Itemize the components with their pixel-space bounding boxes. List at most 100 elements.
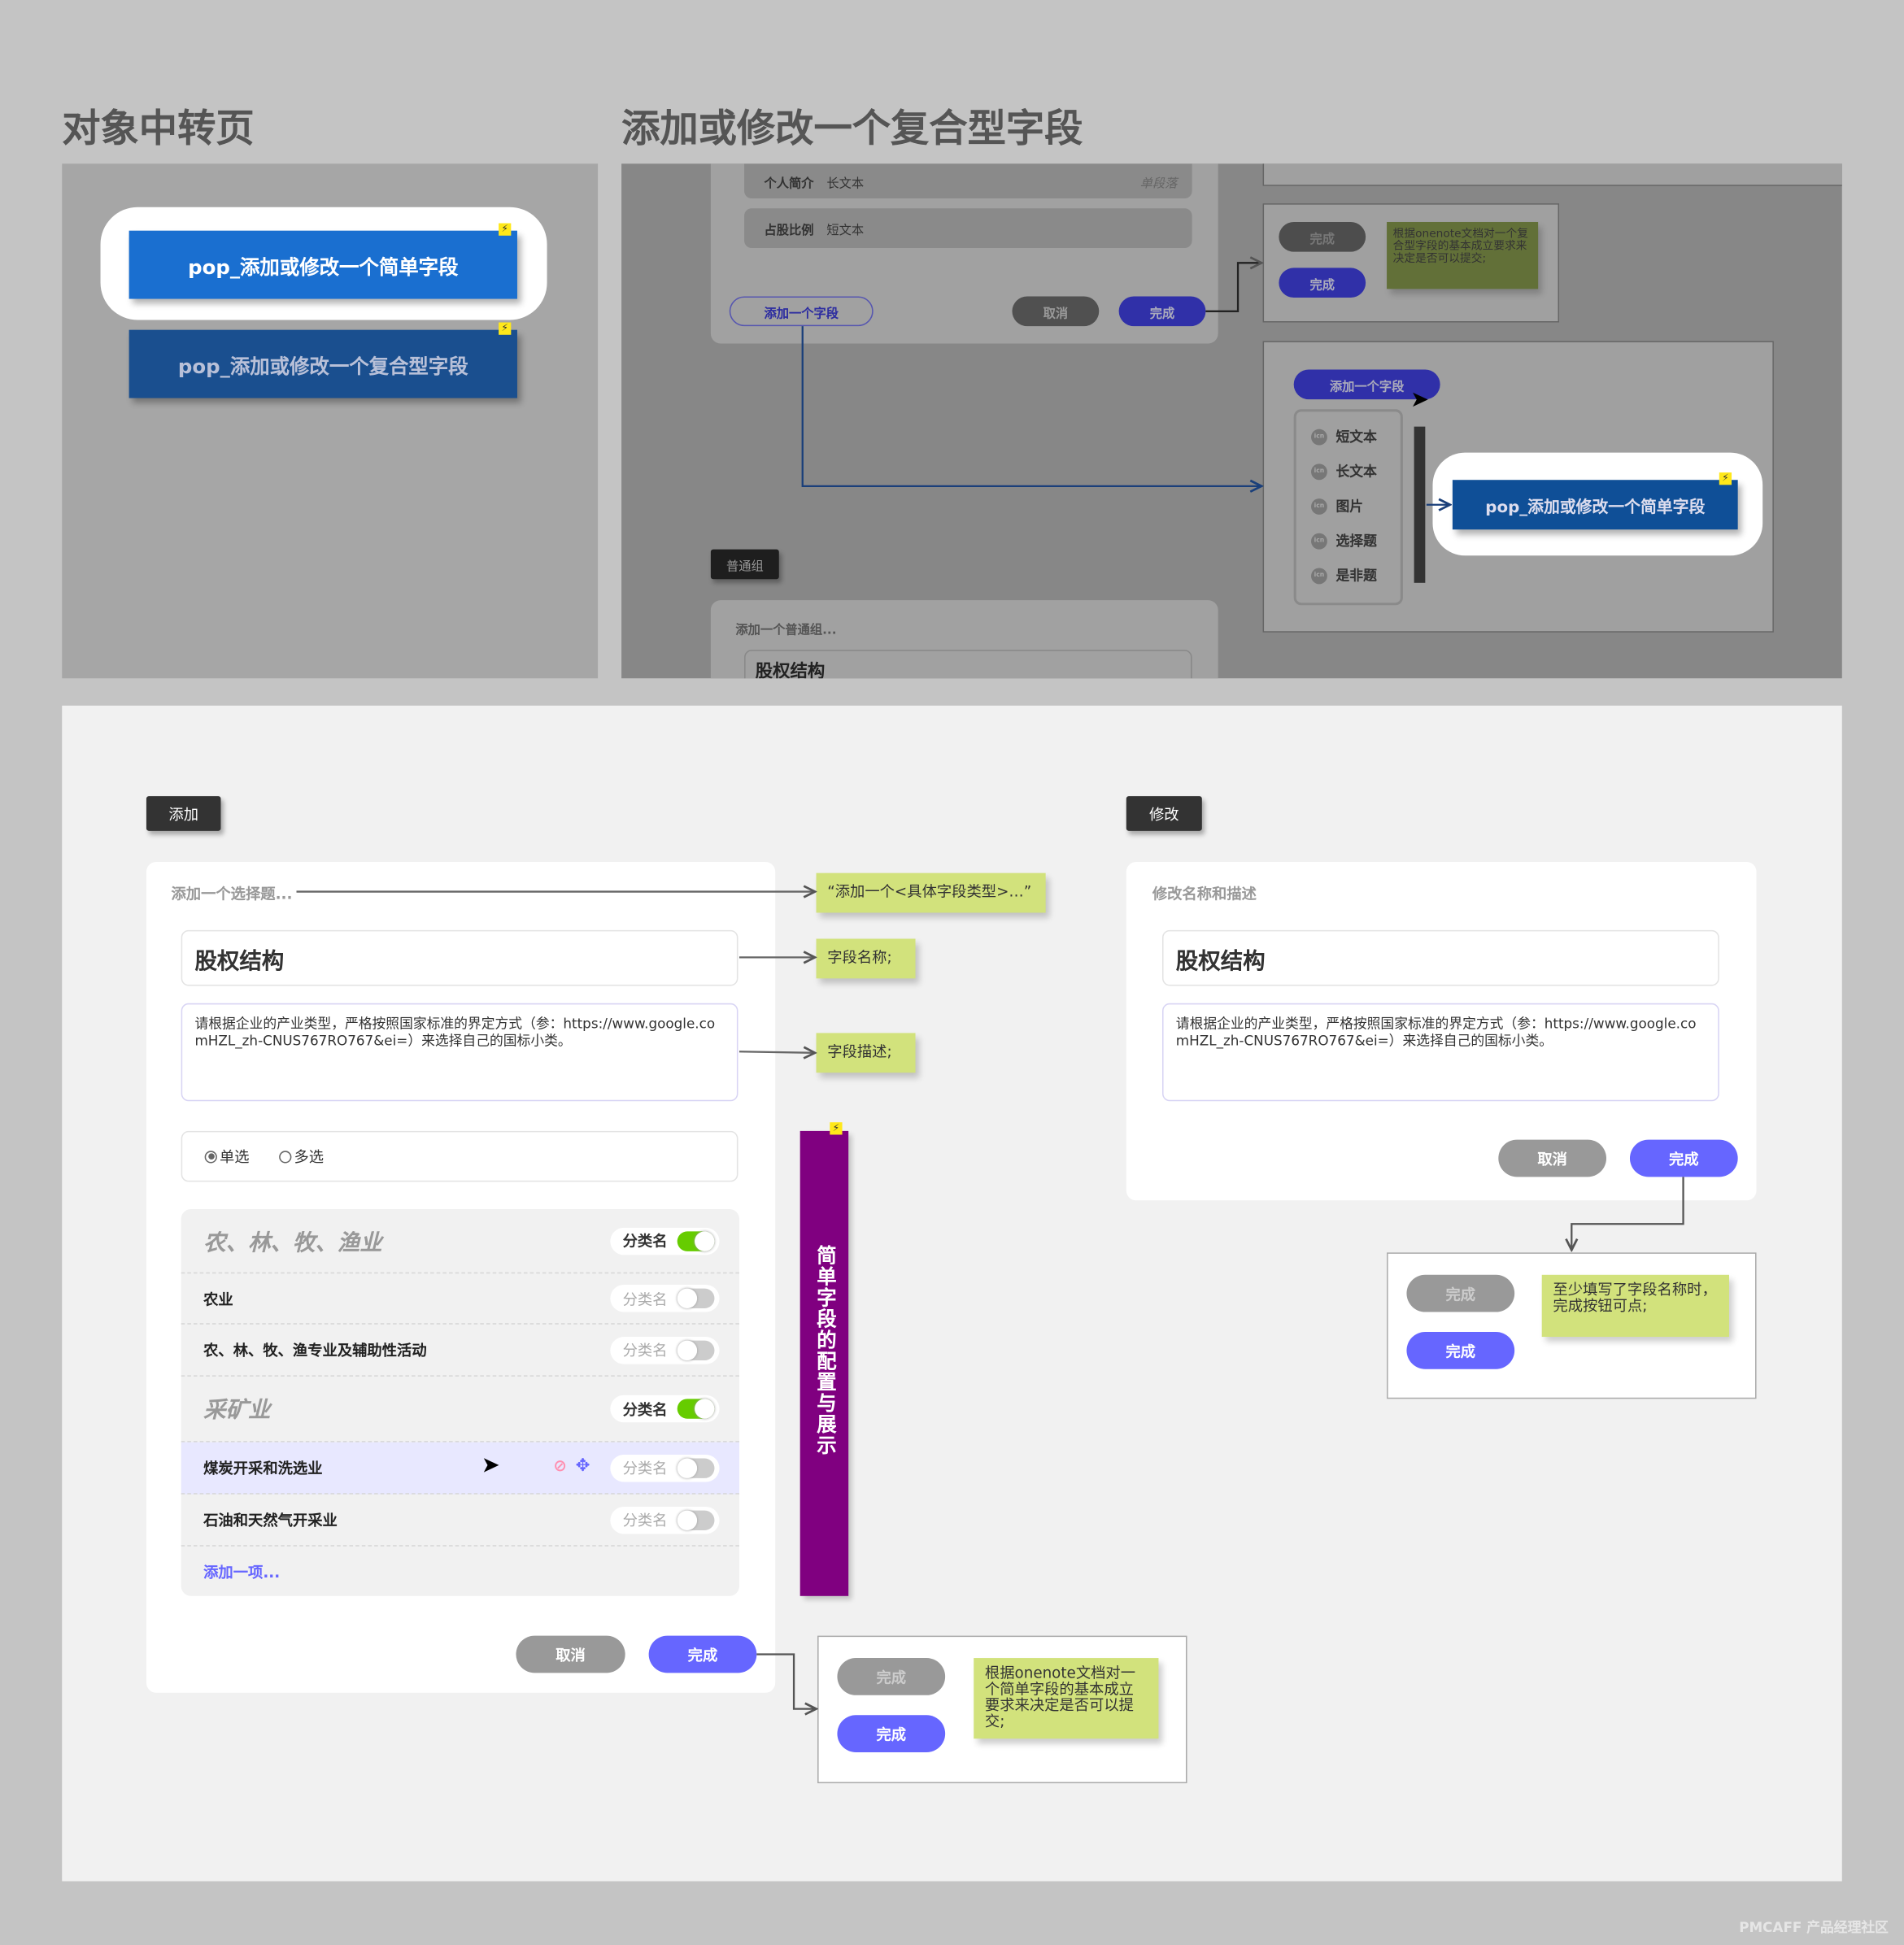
done-enabled-button[interactable]: 完成	[837, 1715, 946, 1752]
sticky-note: 根据onenote文档对一个简单字段的基本成立要求来决定是否可以提交;	[974, 1658, 1159, 1739]
category-toggle[interactable]: 分类名	[610, 1454, 720, 1482]
option-label: 石油和天然气开采业	[203, 1512, 338, 1529]
toggle-switch-off	[677, 1339, 715, 1360]
field-row-extra: 单段落	[1139, 176, 1178, 191]
group-card-title: 添加一个普通组...	[735, 624, 837, 637]
toggle-switch-off	[677, 1288, 715, 1308]
lightning-icon: ⚡	[499, 322, 512, 335]
field-type-icon: icn	[1311, 567, 1327, 584]
option-row-hovered[interactable]: 煤炭开采和洗选业 ➤ ⊘ ✥ 分类名	[181, 1442, 739, 1495]
done-enabled-button[interactable]: 完成	[1279, 268, 1366, 298]
option-row[interactable]: 农业 分类名	[181, 1273, 739, 1325]
field-row: 个人简介 长文本 单段落	[744, 163, 1192, 199]
field-description-textarea[interactable]: 请根据企业的产业类型，严格按照国家标准的界定方式（参：https://www.g…	[181, 1003, 739, 1102]
done-button[interactable]: 完成	[648, 1635, 757, 1673]
category-toggle[interactable]: 分类名	[610, 1506, 720, 1534]
lightning-icon: ⚡	[1719, 472, 1732, 485]
toggle-switch-on	[677, 1230, 715, 1251]
option-label: 煤炭开采和洗选业	[203, 1460, 323, 1477]
field-type-icon: icn	[1311, 463, 1327, 480]
option-label: 农业	[203, 1290, 233, 1308]
done-disabled-button: 完成	[837, 1658, 946, 1695]
category-toggle[interactable]: 分类名	[610, 1336, 720, 1364]
field-row-name: 占股比例	[764, 224, 814, 238]
category-toggle[interactable]: 分类名	[610, 1227, 720, 1255]
field-name-input[interactable]: 股权结构	[1162, 929, 1719, 986]
category-toggle[interactable]: 分类名	[610, 1285, 720, 1312]
group-name-input[interactable]: 股权结构	[744, 650, 1192, 679]
option-row[interactable]: 农、林、牧、渔专业及辅助性活动 分类名	[181, 1325, 739, 1377]
field-type-icon: icn	[1311, 428, 1327, 445]
menu-item-long-text[interactable]: icn 长文本	[1311, 461, 1377, 481]
option-label: 农、林、牧、渔专业及辅助性活动	[203, 1342, 427, 1360]
cancel-button[interactable]: 取消	[516, 1635, 625, 1673]
field-row-type: 短文本	[826, 224, 865, 238]
simple-field-popup-button[interactable]: pop_添加或修改一个简单字段	[1452, 480, 1738, 530]
group-tag: 普通组	[710, 549, 779, 580]
drag-move-icon[interactable]: ✥	[575, 1455, 590, 1476]
menu-item-label: 长文本	[1335, 463, 1377, 481]
done-enabled-button[interactable]: 完成	[1406, 1331, 1515, 1369]
selection-mode-radio-group: 单选 多选	[181, 1130, 739, 1182]
field-row-name: 个人简介	[764, 176, 814, 191]
option-group-row[interactable]: 采矿业 分类名	[181, 1377, 739, 1442]
radio-label: 多选	[294, 1148, 325, 1166]
option-group-row[interactable]: 农、林、牧、渔业 分类名	[181, 1209, 739, 1274]
edit-state-box: 完成 完成 至少填写了字段名称时，完成按钮可点;	[1387, 1252, 1757, 1399]
watermark: PMCAFF 产品经理社区	[1739, 1919, 1889, 1936]
add-field-button[interactable]: 添加一个字段	[729, 296, 874, 327]
page-title-transit: 对象中转页	[62, 107, 255, 152]
field-description-textarea[interactable]: 请根据企业的产业类型，严格按照国家标准的界定方式（参：https://www.g…	[1162, 1003, 1719, 1102]
add-field-button[interactable]: 添加一个字段	[1293, 369, 1440, 400]
option-list: 农、林、牧、渔业分类名 农业分类名 农、林、牧、渔专业及辅助性活动分类名 采矿业…	[181, 1208, 739, 1596]
add-item-link[interactable]: 添加一项...	[203, 1563, 281, 1581]
cursor-icon: ➤	[481, 1451, 500, 1478]
edit-field-dialog: 修改名称和描述 股权结构 请根据企业的产业类型，严格按照国家标准的界定方式（参：…	[1126, 861, 1757, 1201]
radio-multi[interactable]: 多选	[279, 1146, 324, 1167]
compound-field-popup-button[interactable]: pop_添加或修改一个复合型字段	[129, 329, 517, 398]
add-field-dialog: 添加一个选择题... 股权结构 请根据企业的产业类型，严格按照国家标准的界定方式…	[146, 861, 776, 1693]
bracket-bar	[1414, 426, 1426, 583]
edit-tag: 修改	[1126, 796, 1202, 831]
done-disabled-button: 完成	[1406, 1274, 1515, 1312]
lightning-icon: ⚡	[499, 223, 512, 236]
menu-item-label: 短文本	[1335, 429, 1377, 446]
cursor-icon: ➤	[1410, 386, 1430, 413]
delete-icon[interactable]: ⊘	[553, 1456, 567, 1476]
compound-card: 个人简介 长文本 单段落 占股比例 短文本 添加一个字段 取消 完成	[710, 163, 1218, 344]
simple-field-popup-button[interactable]: pop_添加或修改一个简单字段	[129, 230, 517, 299]
cancel-button[interactable]: 取消	[1012, 296, 1100, 327]
banner-text: 简单字段的配置与展示	[813, 1245, 837, 1456]
add-state-box: 完成 完成 根据onenote文档对一个简单字段的基本成立要求来决定是否可以提交…	[817, 1635, 1187, 1784]
radio-checked-icon	[204, 1150, 217, 1163]
toggle-switch-on	[677, 1399, 715, 1419]
field-row: 占股比例 短文本	[744, 208, 1192, 249]
sticky-note: 根据onenote文档对一个复合型字段的基本成立要求来决定是否可以提交;	[1387, 221, 1539, 289]
sticky-note: 至少填写了字段名称时，完成按钮可点;	[1541, 1274, 1729, 1338]
option-row[interactable]: 石油和天然气开采业 分类名	[181, 1495, 739, 1547]
field-type-icon: icn	[1311, 498, 1327, 515]
category-toggle[interactable]: 分类名	[610, 1395, 720, 1423]
dialog-title: 添加一个选择题...	[171, 885, 293, 903]
compound-panel: 个人简介 长文本 单段落 占股比例 短文本 添加一个字段 取消 完成 完成 完成…	[621, 163, 1842, 679]
radio-single[interactable]: 单选	[204, 1146, 250, 1167]
radio-label: 单选	[219, 1148, 250, 1166]
option-label: 采矿业	[203, 1397, 271, 1424]
page-title-compound: 添加或修改一个复合型字段	[621, 107, 1083, 152]
cancel-button[interactable]: 取消	[1498, 1139, 1607, 1177]
group-card: 添加一个普通组... 股权结构	[710, 600, 1218, 679]
sticky-note: 字段描述;	[816, 1033, 916, 1073]
done-button[interactable]: 完成	[1629, 1139, 1738, 1177]
option-label: 农、林、牧、渔业	[203, 1229, 382, 1256]
toggle-switch-off	[677, 1457, 715, 1478]
menu-item-short-text[interactable]: icn 短文本	[1311, 427, 1377, 446]
add-tag: 添加	[146, 796, 221, 831]
done-button[interactable]: 完成	[1118, 296, 1206, 327]
field-name-input[interactable]: 股权结构	[181, 929, 739, 986]
